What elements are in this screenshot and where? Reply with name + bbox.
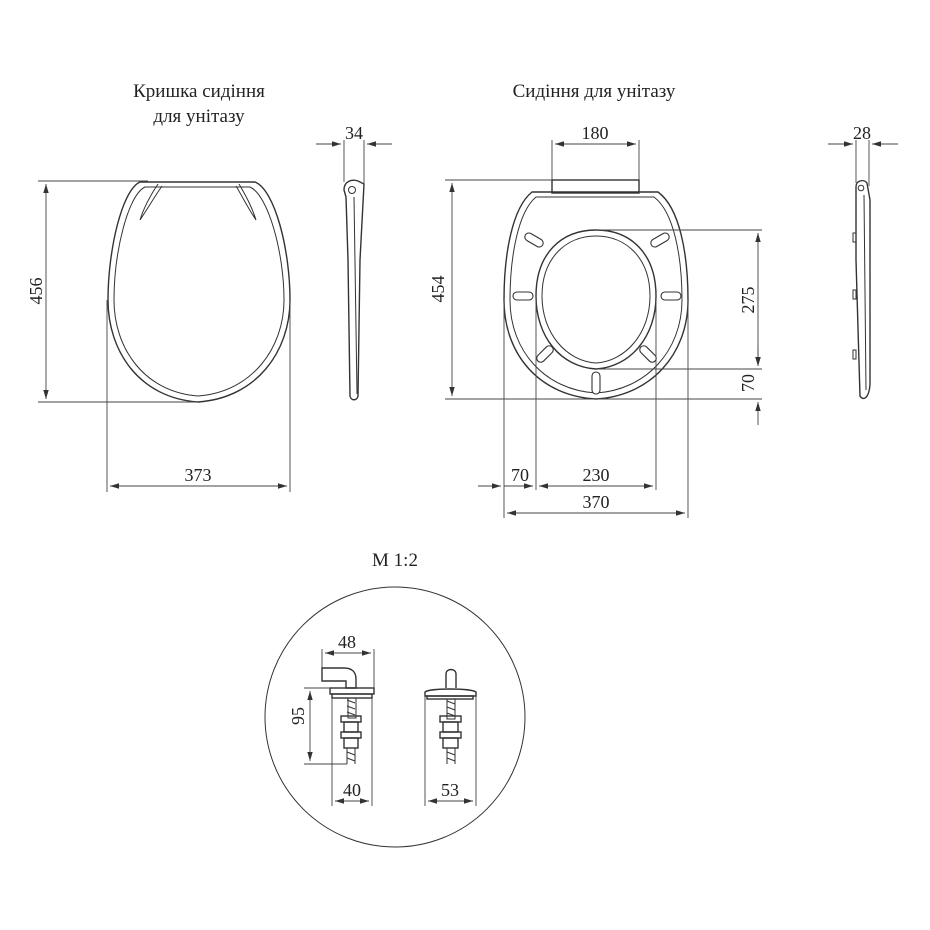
seat-dimension-height	[445, 179, 596, 400]
seat-dimension-front-rim	[596, 345, 762, 425]
hinge-detail-circle	[264, 586, 526, 848]
lid-thickness-label: 34	[345, 123, 363, 143]
lid-title-line2: для унітазу	[153, 106, 245, 127]
hinge-dimension-base	[331, 698, 373, 806]
seat-side-rim-label: 70	[511, 465, 529, 485]
seat-side-dimension	[828, 140, 898, 186]
seat-height-label: 454	[428, 276, 448, 303]
seat-dimension-bottom	[478, 300, 689, 518]
seat-hinge-plate	[551, 179, 640, 194]
seat-front-view	[503, 179, 689, 400]
hinge-dimension-height	[304, 687, 347, 765]
hinge-base-width-label: 40	[343, 780, 361, 800]
lid-dimension-width	[106, 300, 291, 492]
lid-front-view	[107, 181, 291, 403]
seat-opening	[535, 229, 657, 370]
lid-title-line1: Кришка сидіння	[133, 81, 265, 102]
hinge-dimension-top	[321, 649, 375, 688]
lid-inner-edge	[113, 186, 285, 397]
seat-opening-length-label: 275	[738, 287, 758, 314]
lid-side-view	[343, 179, 365, 401]
seat-hinge-width-label: 180	[582, 123, 609, 143]
hinge-front-view	[424, 668, 477, 764]
hinge-scale-label: M 1:2	[372, 550, 418, 571]
hinge-front-width-label: 53	[441, 780, 459, 800]
seat-width-label: 370	[583, 492, 610, 512]
seat-title: Сидіння для унітазу	[513, 81, 676, 102]
lid-width-label: 373	[185, 465, 212, 485]
seat-side-view	[852, 179, 871, 400]
lid-right-rib	[235, 183, 257, 221]
seat-opening-width-label: 230	[583, 465, 610, 485]
hinge-height-label: 95	[288, 707, 308, 725]
lid-height-label: 456	[26, 278, 46, 305]
lid-left-rib	[139, 183, 163, 221]
hinge-dimension-front	[424, 696, 477, 806]
lid-dimension-height	[38, 180, 198, 403]
lid-outline	[107, 181, 291, 403]
seat-dimension-opening	[596, 229, 762, 370]
seat-thickness-label: 28	[853, 123, 871, 143]
seat-front-rim-label: 70	[738, 374, 758, 392]
seat-dimension-hinge	[551, 140, 640, 180]
seat-slots	[512, 232, 682, 395]
hinge-side-view	[321, 667, 375, 764]
lid-side-dimension	[316, 140, 392, 184]
hinge-top-width-label: 48	[338, 632, 356, 652]
